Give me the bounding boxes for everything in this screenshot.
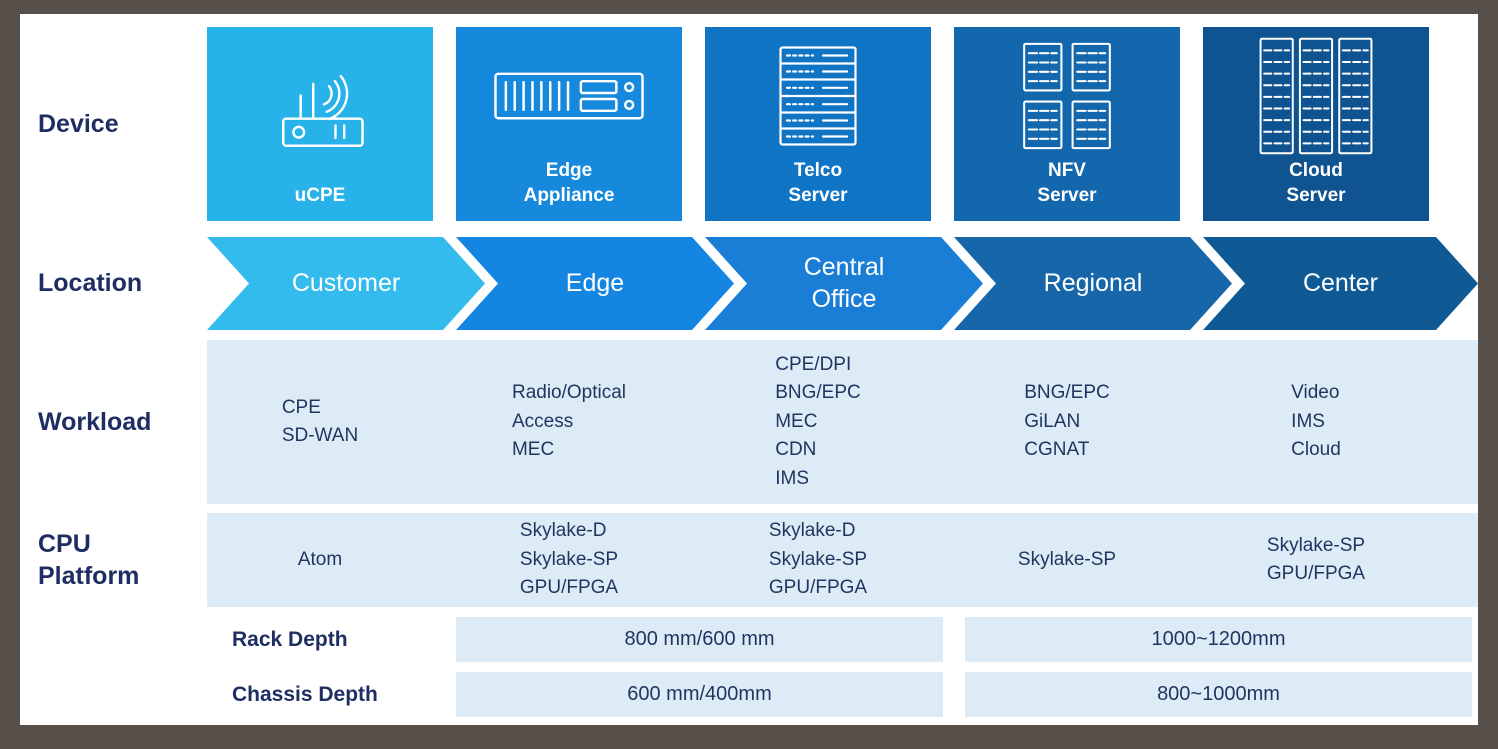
location-arrow-band: Customer Edge Central Office Regional Ce…: [207, 237, 1478, 330]
device-label: NFV Server: [1037, 159, 1097, 206]
edge-appliance-icon: [494, 27, 644, 158]
chassis-depth-right-cell: 800~1000mm: [965, 672, 1472, 717]
slide-content-area: Device Location Workload CPU Platform Ra…: [20, 14, 1478, 725]
cloud-server-icon: [1255, 27, 1377, 158]
device-box-telco-server: Telco Server: [705, 27, 931, 221]
location-label: Central Office: [803, 253, 885, 313]
cpu-platform-band: Atom Skylake-D Skylake-SP GPU/FPGA Skyla…: [207, 513, 1478, 607]
location-label: Customer: [291, 268, 401, 297]
device-box-ucpe: uCPE: [207, 27, 433, 221]
location-label: Edge: [565, 268, 625, 297]
cpu-ucpe: Atom: [297, 548, 343, 570]
device-label: Cloud Server: [1286, 159, 1346, 206]
telco-server-icon: [779, 27, 857, 158]
row-label-rack-depth: Rack Depth: [232, 627, 348, 651]
chassis-depth-right-value: 800~1000mm: [1157, 683, 1280, 705]
workload-edge: Radio/Optical Access MEC: [511, 382, 627, 461]
wifi-router-icon: [262, 27, 378, 183]
device-label: Edge Appliance: [523, 159, 615, 206]
row-label-cpu-platform: CPU Platform: [38, 529, 140, 591]
device-label: Telco Server: [788, 159, 848, 206]
row-label-location: Location: [38, 269, 143, 298]
cpu-regional: Skylake-SP: [1017, 548, 1117, 570]
device-label: uCPE: [294, 184, 346, 206]
row-label-workload: Workload: [38, 407, 152, 436]
location-arrow-regional: [954, 237, 1232, 330]
device-box-cloud-server: Cloud Server: [1203, 27, 1429, 221]
workload-regional: BNG/EPC GiLAN CGNAT: [1024, 382, 1110, 461]
rack-depth-right-value: 1000~1200mm: [1151, 628, 1286, 650]
cpu-central-office: Skylake-D Skylake-SP GPU/FPGA: [768, 520, 868, 599]
device-row: uCPE Edge Appliance: [207, 27, 1478, 221]
workload-band: CPE SD-WAN Radio/Optical Access MEC CPE/…: [207, 340, 1478, 504]
workload-central-office: CPE/DPI BNG/EPC MEC CDN IMS: [775, 353, 861, 489]
cpu-edge: Skylake-D Skylake-SP GPU/FPGA: [519, 520, 619, 599]
location-arrow-central-office: [705, 237, 983, 330]
cpu-center: Skylake-SP GPU/FPGA: [1266, 534, 1366, 585]
location-label: Regional: [1043, 268, 1143, 297]
device-box-edge-appliance: Edge Appliance: [456, 27, 682, 221]
row-label-device: Device: [38, 109, 119, 138]
nfv-server-icon: [1021, 27, 1113, 158]
location-arrow-edge: [456, 237, 734, 330]
location-arrow-customer: [207, 237, 485, 330]
workload-center: Video IMS Cloud: [1291, 382, 1341, 461]
rack-depth-left-value: 800 mm/600 mm: [624, 628, 775, 650]
chassis-depth-left-cell: 600 mm/400mm: [456, 672, 943, 717]
chassis-depth-left-value: 600 mm/400mm: [627, 683, 772, 705]
device-box-nfv-server: NFV Server: [954, 27, 1180, 221]
workload-ucpe: CPE SD-WAN: [281, 396, 359, 447]
rack-depth-right-cell: 1000~1200mm: [965, 617, 1472, 662]
location-label: Center: [1302, 268, 1379, 297]
rack-depth-left-cell: 800 mm/600 mm: [456, 617, 943, 662]
location-arrow-center: [1203, 237, 1478, 330]
row-label-chassis-depth: Chassis Depth: [232, 682, 378, 706]
